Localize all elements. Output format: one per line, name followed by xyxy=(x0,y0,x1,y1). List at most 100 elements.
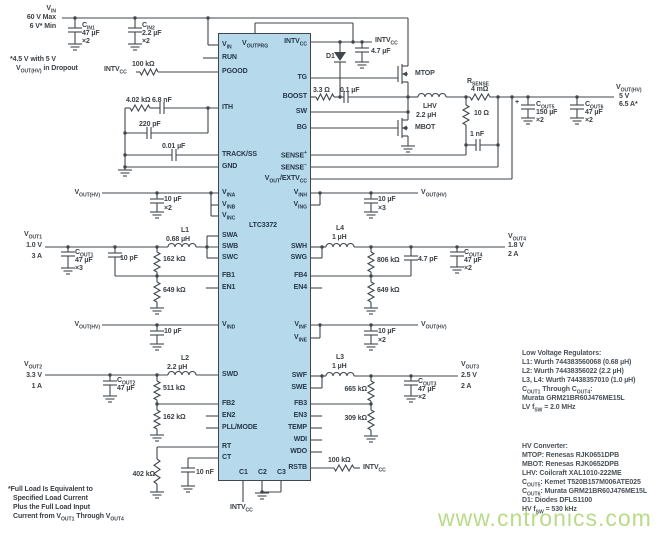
label-r-10: 10 Ω xyxy=(474,110,489,117)
ic-pin: VINC xyxy=(222,212,236,222)
label-cout1-qty: ×3 xyxy=(75,265,83,272)
label-r-ith: 4.02 kΩ xyxy=(126,97,151,104)
ic-pin: ITH xyxy=(222,104,233,111)
label-cin2: CIN2 xyxy=(142,22,155,32)
ic-pin: SW xyxy=(295,108,307,115)
label-l3-value: 1 µH xyxy=(332,363,347,370)
ic-pin: WDI xyxy=(293,436,307,443)
label-cout3-value: 47 µF xyxy=(418,386,436,393)
label-vouthv-ina: VOUT(HV) xyxy=(74,189,100,199)
ic-ltc3372-body xyxy=(218,33,311,481)
label-r-649: 649 kΩ xyxy=(163,287,186,294)
label-vout4-voltage: 1.8 V xyxy=(508,242,524,249)
label-cout6: COUT6 xyxy=(585,101,604,111)
ic-pin: PGOOD xyxy=(222,68,248,75)
label-c-10pf: 10 pF xyxy=(120,255,138,262)
note-line: COUT5: Kemet T520B157M006ATE025 xyxy=(522,479,641,489)
label-cout2-value: 47 µF xyxy=(117,385,135,392)
ic-pin: SWA xyxy=(222,232,238,239)
label-d1: D1 xyxy=(326,53,335,60)
ic-pin: CT xyxy=(222,454,232,461)
ic-pin: SWB xyxy=(222,243,239,250)
label-r-649b: 649 kΩ xyxy=(377,287,400,294)
label-vout2: VOUT2 xyxy=(24,361,42,371)
footnote-line2: Specified Load Current xyxy=(13,495,88,502)
label-c-ss: 0.01 µF xyxy=(162,143,186,150)
label-c-vinh-qty: ×3 xyxy=(378,205,386,212)
ic-pin: C3 xyxy=(277,469,286,476)
ic-pin: FB1 xyxy=(222,272,235,279)
note-line: L2: Wurth 74438356022 (2.2 µH) xyxy=(522,368,624,375)
label-l1: L1 xyxy=(181,227,189,234)
label-mtop: MTOP xyxy=(415,70,435,77)
label-vout2-current: 1 A xyxy=(31,383,42,390)
label-c-vina-qty: ×2 xyxy=(164,205,172,212)
label-c-vinf-qty: ×2 xyxy=(378,337,386,344)
label-cout4-qty: ×2 xyxy=(464,265,472,272)
note-line: Low Voltage Regulators: xyxy=(522,350,602,357)
label-c-boost: 0.1 µF xyxy=(340,87,360,94)
ic-pin: SWE xyxy=(291,384,307,391)
label-intvcc-rstb: INTVCC xyxy=(363,464,386,474)
ic-pin: VOUT/EXTVCC xyxy=(264,175,307,185)
ic-pin: EN1 xyxy=(222,284,236,291)
label-cout6-qty: ×2 xyxy=(585,117,593,124)
ic-pin: RT xyxy=(222,443,232,450)
ic-pin: PLL/MODE xyxy=(222,424,258,431)
ic-pin: VINH xyxy=(293,189,307,199)
note-line: Murata GRM21BR60J476ME15L xyxy=(522,395,625,402)
label-vout3-voltage: 2.5 V xyxy=(461,372,477,379)
label-cout1-value: 47 µF xyxy=(75,257,93,264)
ic-pin: SWG xyxy=(290,254,308,261)
ic-pin: SENSE+ xyxy=(280,150,307,160)
note-line: L3, L4: Wurth 74438357010 (1.0 µH) xyxy=(522,377,636,384)
ic-pin: VINA xyxy=(222,189,236,199)
label-vouthv-current: 6.5 A* xyxy=(619,101,638,108)
dropout-note-line1: *4.5 V with 5 V xyxy=(10,56,56,63)
label-vout1: VOUT1 xyxy=(24,231,42,241)
ic-pin: EN4 xyxy=(293,284,307,291)
label-r-806: 806 kΩ xyxy=(377,257,400,264)
ic-pin: INTVCC xyxy=(284,38,307,48)
ic-pin-voutprg: VOUTPRG xyxy=(242,40,269,50)
ic-pin: WDO xyxy=(290,448,307,455)
ic-pin: SWF xyxy=(291,372,307,379)
label-intvcc-pgood: INTVCC xyxy=(104,66,127,76)
label-l2: L2 xyxy=(181,355,189,362)
note-line: HV fSW = 530 kHz xyxy=(522,506,577,516)
label-l4: L4 xyxy=(336,225,344,232)
label-c-47pf: 4.7 pF xyxy=(418,256,438,263)
label-cout5-value: 150 µF xyxy=(536,109,558,116)
label-intvcc-rail: INTVCC xyxy=(375,37,398,47)
ic-pin: TG xyxy=(297,74,307,81)
note-line: HV Converter: xyxy=(522,443,568,450)
label-cout3-qty: ×2 xyxy=(418,394,426,401)
label-cin2-qty: ×2 xyxy=(142,38,150,45)
label-cout2: COUT2 xyxy=(117,377,136,387)
label-c-ith: 6.8 nF xyxy=(152,97,172,104)
label-vout1-voltage: 1.0 V xyxy=(26,242,42,249)
label-r-pgood: 100 kΩ xyxy=(132,61,155,68)
label-cout5-qty: ×2 xyxy=(536,117,544,124)
label-cout5: COUT5 xyxy=(536,101,555,111)
label-r-rstb: 100 kΩ xyxy=(328,457,351,464)
note-line: MBOT: Renesas RJK0652DPB xyxy=(522,461,619,468)
label-r-665: 665 kΩ xyxy=(344,386,367,393)
note-line: COUT1 Through COUT4: xyxy=(522,386,593,396)
label-mbot: MBOT xyxy=(415,124,436,131)
ic-pin: VINB xyxy=(222,201,236,211)
label-vout3-current: 2 A xyxy=(461,383,472,390)
ic-pin: TRACK/SS xyxy=(222,151,257,158)
ic-pin: RUN xyxy=(222,54,237,61)
label-cout6-value: 47 µF xyxy=(585,109,603,116)
ic-pin: FB3 xyxy=(294,400,307,407)
ic-pin: C1 xyxy=(239,469,248,476)
footnote-line3: Plus the Full Load Input xyxy=(13,504,90,511)
ic-pin: EN3 xyxy=(293,412,307,419)
label-cin1: CIN1 xyxy=(82,22,95,32)
label-l4-value: 1 µH xyxy=(332,234,347,241)
ic-pin: VINE xyxy=(294,334,307,344)
label-l1-value: 0.68 µH xyxy=(166,236,190,243)
